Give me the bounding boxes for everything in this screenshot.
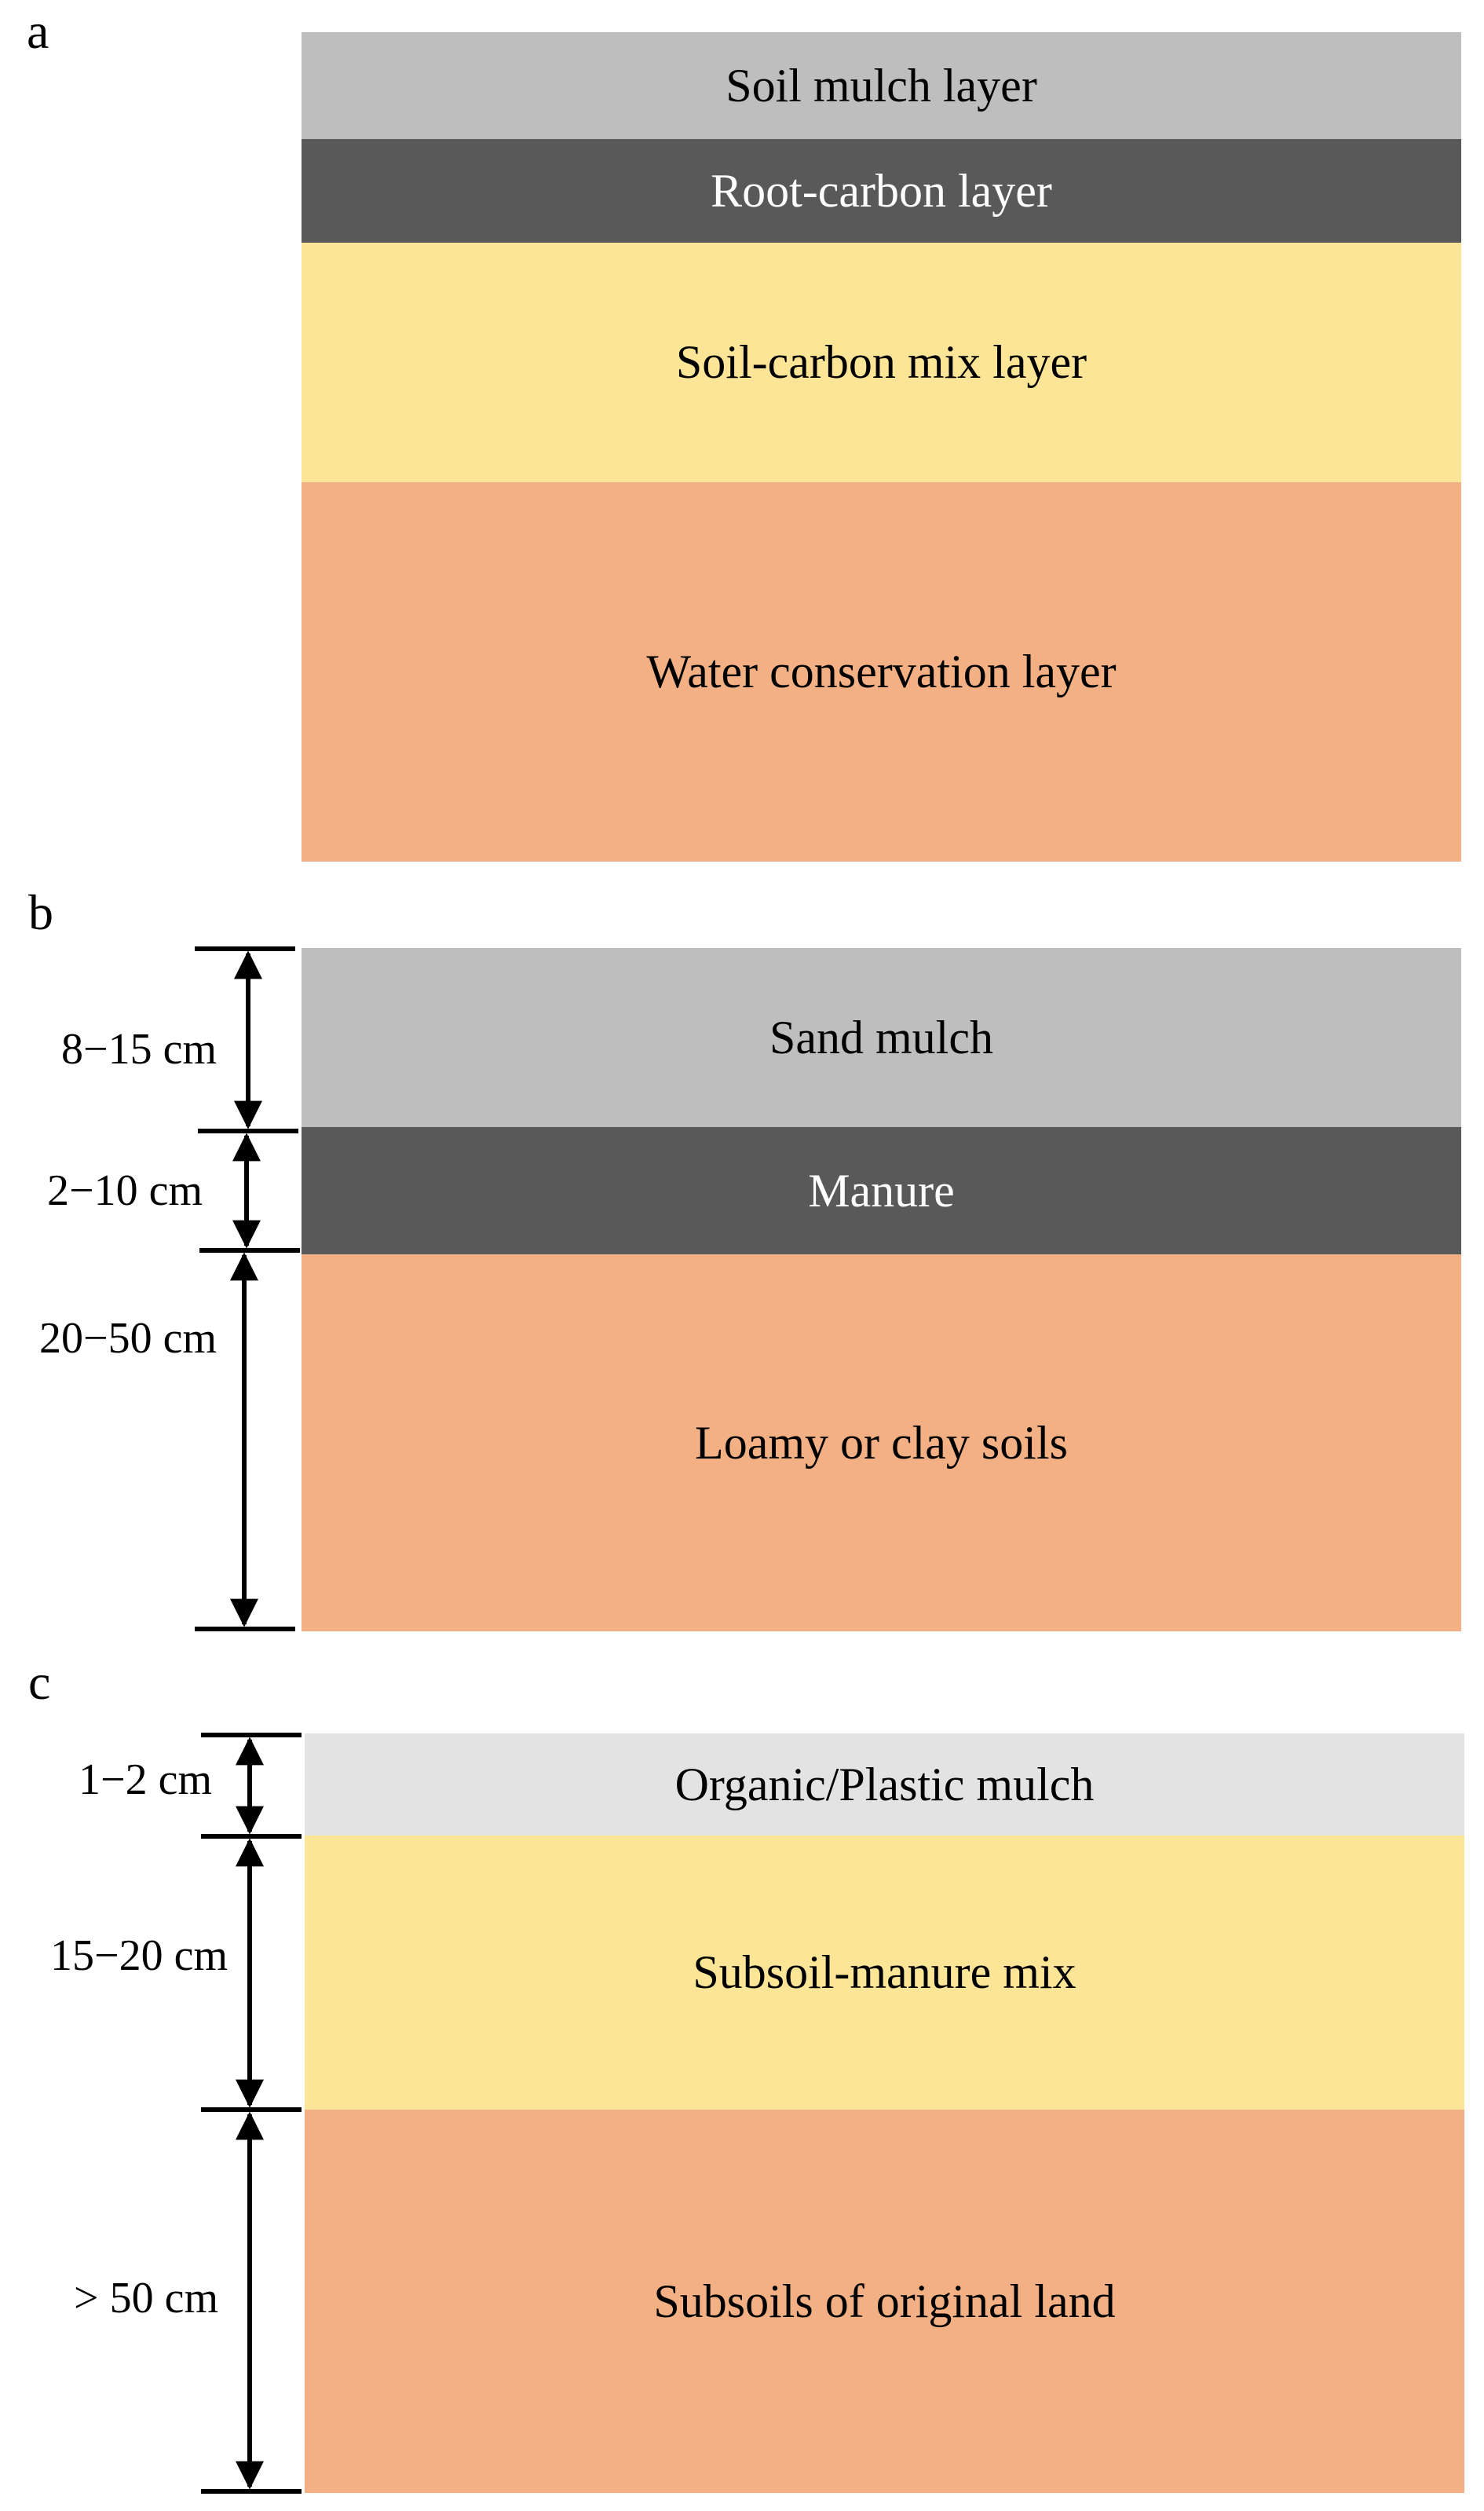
layer-c-2: Subsoils of original land (305, 2110, 1464, 2493)
layer-a-1: Root-carbon layer (302, 139, 1461, 243)
layer-a-0: Soil mulch layer (302, 32, 1461, 139)
panel-c-label: c (28, 1654, 51, 1710)
depth-label-c-0: 1−2 cm (79, 1755, 212, 1804)
depth-label-b-0: 8−15 cm (61, 1025, 217, 1074)
layer-c-1: Subsoil-manure mix (305, 1836, 1464, 2110)
layer-c-0: Organic/Plastic mulch (305, 1733, 1464, 1836)
layer-b-0: Sand mulch (302, 948, 1461, 1127)
layer-b-2: Loamy or clay soils (302, 1254, 1461, 1631)
depth-label-c-2: > 50 cm (74, 2274, 218, 2322)
layer-a-2: Soil-carbon mix layer (302, 243, 1461, 482)
panel-b-label: b (28, 884, 53, 940)
depth-label-b-1: 2−10 cm (47, 1166, 203, 1215)
depth-label-c-1: 15−20 cm (50, 1931, 228, 1980)
layer-b-1: Manure (302, 1127, 1461, 1254)
panel-c-dimension-lines (201, 1733, 302, 2494)
depth-label-b-2: 20−50 cm (39, 1314, 217, 1363)
panel-b-dimension-lines (195, 946, 300, 1631)
layer-a-3: Water conservation layer (302, 482, 1461, 862)
panel-a-label: a (27, 3, 49, 59)
